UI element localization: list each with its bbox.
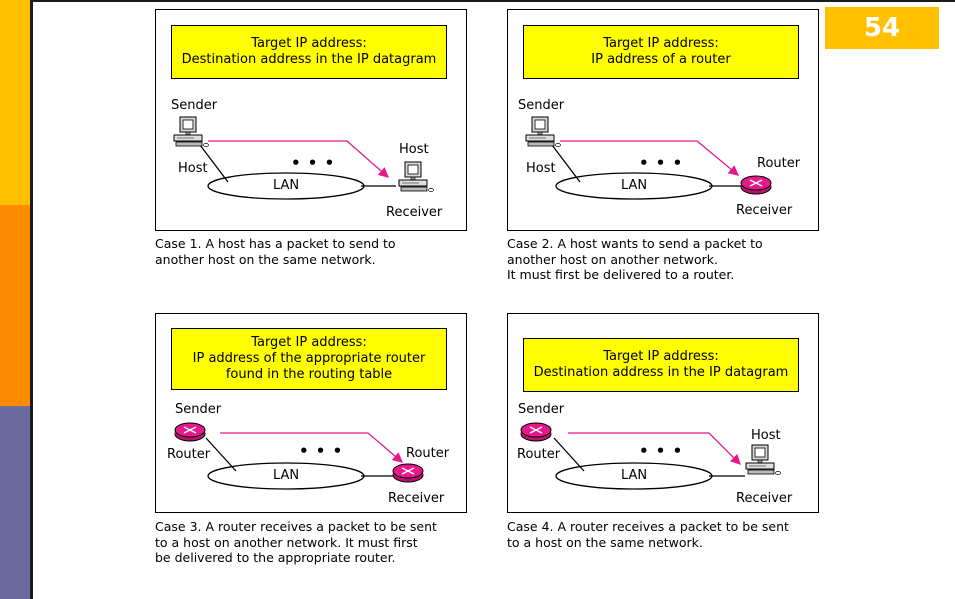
case3-link-sender [205,437,237,472]
case4-packet-arrow [568,432,741,465]
case1-lan-label: LAN [273,178,300,193]
case3-sender-label: Sender [175,402,222,417]
case4-dest-host-icon [745,444,781,476]
case3-sender-type-label: Router [167,447,211,462]
top-edge-line [30,0,955,2]
case2-sender-label: Sender [518,98,565,113]
case3-dest-type-label: Router [406,446,450,461]
case2-target-box: Target IP address: IP address of a route… [523,25,799,79]
case1-dest-type-label: Host [399,142,429,157]
case2-caption-line1: Case 2. A host wants to send a packet to [507,236,763,251]
case4-caption-line1: Case 4. A router receives a packet to be… [507,519,789,534]
case2-receiver-label: Receiver [736,203,793,218]
case4-caption: Case 4. A router receives a packet to be… [507,519,789,550]
case1-target-line1: Target IP address: [251,36,367,51]
case1-dest-host-icon [398,161,434,193]
accent-bar-purple [0,406,30,599]
case1-panel: Target IP address: Destination address i… [155,9,467,231]
case2-packet-arrow [560,140,740,176]
case3-receiver-label: Receiver [388,491,445,506]
case1-caption-line2: another host on the same network. [155,251,376,267]
case2-caption-line2: another host on another network. [507,251,718,267]
case3-caption: Case 3. A router receives a packet to be… [155,519,437,566]
case2-router-icon [740,175,772,195]
case1-target-line2: Destination address in the IP datagram [181,52,437,67]
case1-dots: • • • [291,154,336,172]
case2-target-line2: IP address of a router [591,52,731,67]
case2-network-svg [525,116,772,200]
case1-caption-line1: Case 1. A host has a packet to send to [155,236,396,251]
case3-dots: • • • [299,442,344,460]
case3-lan-label: LAN [273,468,300,483]
case2-dest-type-label: Router [757,156,801,171]
case2-caption-line3: It must first be delivered to a router. [507,267,735,282]
case4-panel: Target IP address: Destination address i… [507,313,819,513]
case1-sender-host-icon [173,116,209,148]
case1-receiver-label: Receiver [386,205,443,220]
case3-caption-line3: be delivered to the appropriate router. [155,550,396,565]
case4-lan-label: LAN [621,468,648,483]
case4-target-line1: Target IP address: [603,349,719,364]
case2-dots: • • • [639,154,684,172]
case3-network-svg [174,422,424,490]
case3-caption-line2: to a host on another network. It must fi… [155,534,418,550]
page-number: 54 [825,7,939,49]
case3-target-line1: Target IP address: [251,335,367,350]
case2-target-line1: Target IP address: [603,36,719,51]
accent-bar-yellow [0,0,30,205]
case4-sender-label: Sender [518,402,565,417]
case4-caption-line2: to a host on the same network. [507,534,703,550]
case3-target-line2: IP address of the appropriate router [192,351,426,366]
case1-target-box: Target IP address: Destination address i… [171,25,447,79]
case4-dots: • • • [639,442,684,460]
case3-dest-router-icon [392,463,424,483]
case3-sender-router-icon [174,422,206,442]
case3-target-line3: found in the routing table [225,367,393,382]
case2-sender-host-icon [525,116,561,148]
case4-target-line2: Destination address in the IP datagram [533,365,789,380]
case2-panel: Target IP address: IP address of a route… [507,9,819,231]
case3-caption-line1: Case 3. A router receives a packet to be… [155,519,437,534]
case2-lan-label: LAN [621,178,648,193]
left-edge-line [30,0,33,599]
accent-bar-orange [0,205,30,406]
case3-target-box: Target IP address: IP address of the app… [171,328,447,390]
case4-receiver-label: Receiver [736,491,793,506]
case2-caption: Case 2. A host wants to send a packet to… [507,236,763,283]
case4-target-box: Target IP address: Destination address i… [523,338,799,392]
case1-link-sender [199,144,229,183]
case3-packet-arrow [220,432,403,463]
case4-sender-type-label: Router [517,447,561,462]
case4-link-sender [553,437,585,472]
case4-sender-router-icon [520,422,552,442]
case4-network-svg [520,422,781,490]
case1-caption: Case 1. A host has a packet to send to a… [155,236,396,267]
case1-packet-arrow [208,140,389,178]
case4-dest-type-label: Host [751,428,781,443]
case1-sender-type-label: Host [178,161,208,176]
case3-panel: Target IP address: IP address of the app… [155,313,467,513]
case1-sender-label: Sender [171,98,218,113]
case1-network-svg [173,116,434,200]
case2-sender-type-label: Host [526,161,556,176]
case2-link-sender [551,144,581,183]
